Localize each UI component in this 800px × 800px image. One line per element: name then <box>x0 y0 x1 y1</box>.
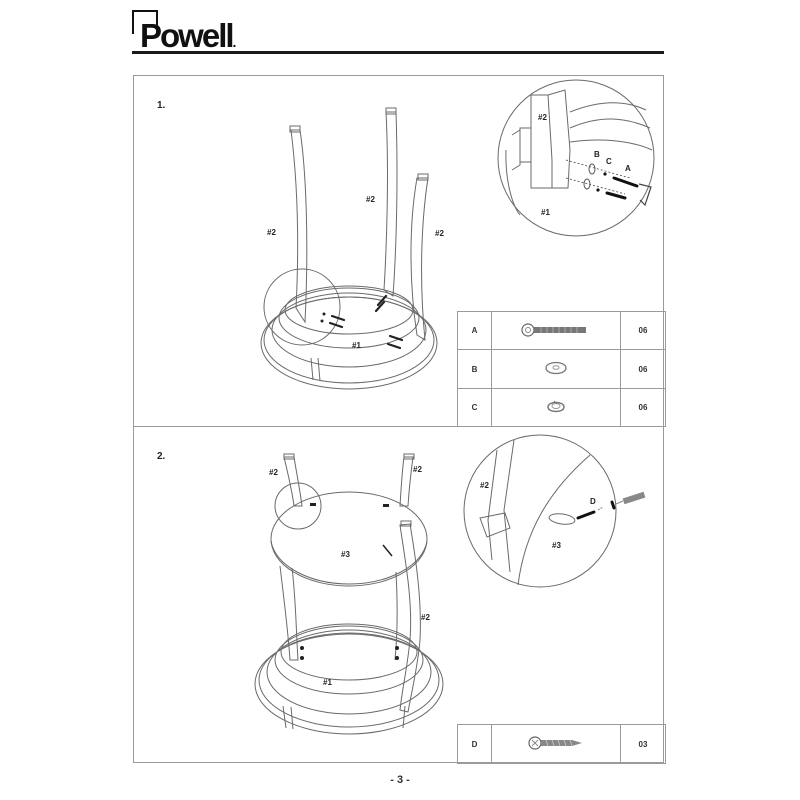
part-letter: D <box>457 724 492 764</box>
logo-square-icon <box>132 10 158 34</box>
step-1-detail-leg-label: #2 <box>538 113 547 122</box>
part-letter: A <box>457 311 492 350</box>
step-1-leg-middle-label: #2 <box>366 195 375 204</box>
header-rule <box>132 51 664 54</box>
part-quantity: 03 <box>620 724 666 764</box>
step-2-leg-front-label: #2 <box>421 613 430 622</box>
step-2-parts-table: D 03 <box>457 724 666 764</box>
step-2-detail-leg-label: #2 <box>480 481 489 490</box>
parts-row-c: C 06 <box>457 388 666 427</box>
page-number: - 3 - <box>390 774 410 786</box>
step-2-detail-seat-label: #3 <box>552 541 561 550</box>
parts-row-b: B 06 <box>457 349 666 389</box>
step-1-number: 1. <box>157 100 166 111</box>
step-1-leg-right-label: #2 <box>435 229 444 238</box>
step-1-detail-ring-label: #1 <box>541 208 550 217</box>
step-1-detail-part-a: A <box>625 164 631 173</box>
brand-name: Powell. <box>140 17 237 54</box>
step-1-parts-table: A 06 B 06 C 06 <box>457 311 666 427</box>
step-2-seat-label: #3 <box>341 550 350 559</box>
wood-screw-icon <box>491 724 621 764</box>
step-divider <box>133 426 664 427</box>
step-1-seat-ring-label: #1 <box>352 341 361 350</box>
lock-washer-icon <box>491 388 621 427</box>
part-quantity: 06 <box>620 349 666 389</box>
step-1-detail-part-c: C <box>606 157 612 166</box>
step-2-base-ring-label: #1 <box>323 678 332 687</box>
part-letter: B <box>457 349 492 389</box>
step-1-detail-part-b: B <box>594 150 600 159</box>
step-2-leg-top-right-label: #2 <box>413 465 422 474</box>
step-2-number: 2. <box>157 451 166 462</box>
part-letter: C <box>457 388 492 427</box>
parts-row-d: D 03 <box>457 724 666 764</box>
step-1-leg-left-label: #2 <box>267 228 276 237</box>
brand-logo: Powell. <box>130 8 270 52</box>
step-2-detail-part-d: D <box>590 497 596 506</box>
step-2-leg-top-left-label: #2 <box>269 468 278 477</box>
part-quantity: 06 <box>620 388 666 427</box>
